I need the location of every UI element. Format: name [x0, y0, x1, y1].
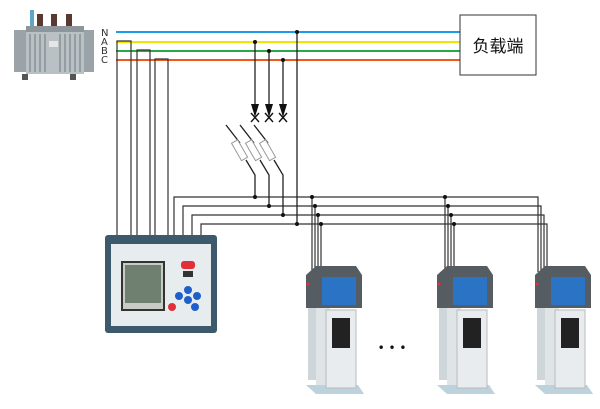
- label-n: N: [101, 28, 108, 39]
- load-box: [459, 14, 537, 76]
- arrester-icons: [251, 104, 287, 117]
- load-label: 负载端: [473, 37, 524, 57]
- ct-wires: [116, 40, 548, 272]
- label-a: A: [101, 37, 108, 48]
- junction-dots: [253, 30, 456, 226]
- breaker-x-icons: [250, 112, 288, 123]
- transformer: [14, 10, 94, 80]
- smart-capacitor-unit: [437, 266, 495, 394]
- label-c: C: [101, 55, 108, 66]
- smart-capacitor-unit: [306, 266, 364, 394]
- more-capacitors-ellipsis: • • •: [378, 341, 407, 355]
- fuses: [230, 139, 277, 162]
- smart-capacitor-unit: [535, 266, 593, 394]
- switch-branch: [225, 32, 298, 224]
- label-b: B: [101, 46, 108, 57]
- reactive-power-controller: [105, 235, 217, 333]
